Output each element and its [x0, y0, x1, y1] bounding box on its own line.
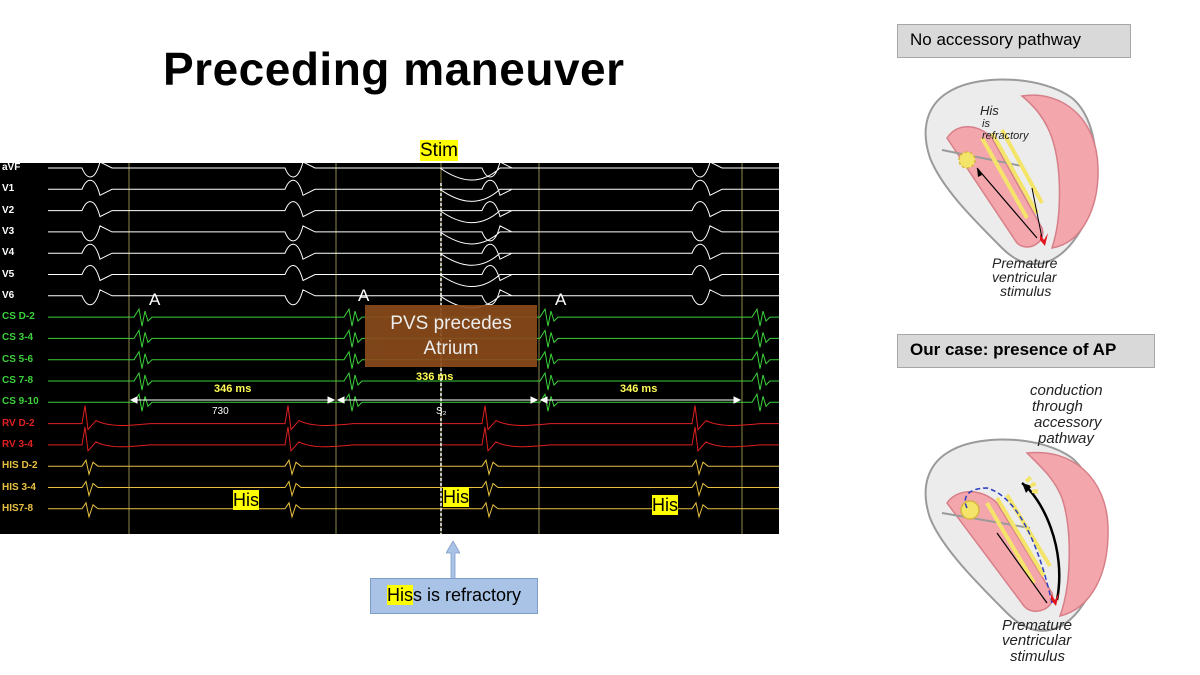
stim-note-bottom-2: ventricular: [1002, 632, 1072, 649]
his-refractory-note-1: His: [980, 103, 999, 118]
lead-label: RV 3-4: [2, 438, 33, 450]
stim-note-bottom-1: Premature: [1002, 617, 1072, 634]
ecg-trace-line: [48, 201, 779, 224]
lead-label: V6: [2, 289, 15, 301]
his-tag-3: His: [652, 495, 678, 515]
heart-diagram-ap: conduction through accessory pathway Pre…: [924, 382, 1109, 665]
lead-label: RV D-2: [2, 417, 35, 429]
a-label-3: A: [555, 290, 567, 309]
a-label-2: A: [358, 286, 370, 305]
a-label-1: A: [149, 290, 161, 309]
pvs-line-2: Atrium: [423, 338, 479, 359]
interval-arrows: [129, 396, 742, 404]
no-accessory-pathway-label: No accessory pathway: [897, 24, 1131, 58]
lead-label: V5: [2, 268, 15, 280]
stim-label: Stim: [420, 140, 458, 161]
his-tag-1: His: [233, 490, 259, 510]
cycle-length-label: 730: [212, 406, 229, 417]
ecg-trace-line: [48, 480, 779, 498]
interval-label-2: 336 ms: [416, 371, 453, 383]
lead-label: V1: [2, 183, 15, 195]
ecg-trace-line: [48, 161, 779, 181]
ap-note-3: accessory: [1034, 414, 1103, 431]
stim-note-top-1: Premature: [992, 255, 1058, 271]
heart-diagram-no-ap: His is refractory Premature ventricular …: [924, 78, 1099, 299]
lead-label: HIS 3-4: [2, 481, 36, 493]
lead-label: CS 3-4: [2, 332, 34, 344]
lead-label: V4: [2, 247, 15, 259]
lead-label: V3: [2, 225, 15, 237]
ap-note-4: pathway: [1037, 430, 1095, 447]
lead-label: CS 7-8: [2, 375, 34, 386]
pvs-line-1: PVS precedes: [390, 313, 512, 334]
ecg-trace-line: [48, 501, 779, 519]
ecg-trace-line: [48, 405, 779, 431]
his-tag-2: His: [443, 487, 469, 507]
lead-label: CS 9-10: [2, 396, 39, 408]
ecg-trace-line: [48, 458, 779, 477]
his-refractory-note-3: refractory: [982, 130, 1030, 142]
ecg-trace-line: [48, 426, 779, 453]
ecg-trace-line: [48, 371, 779, 391]
interval-label-1: 346 ms: [214, 383, 251, 395]
up-arrow-icon: [446, 541, 460, 581]
ecg-trace-line: [48, 243, 779, 266]
lead-label: V2: [2, 204, 15, 216]
lead-label: HIS D-2: [2, 460, 38, 472]
lead-label: aVF: [2, 162, 21, 173]
presence-of-ap-label: Our case: presence of AP: [897, 334, 1155, 368]
ecg-trace-line: [48, 392, 779, 412]
ap-note-2: through: [1032, 398, 1083, 415]
his-refractory-note-2: is: [982, 118, 990, 130]
stim-note-top-3: stimulus: [1000, 283, 1051, 299]
lead-label: CS 5-6: [2, 353, 34, 365]
interval-label-3: 346 ms: [620, 383, 657, 395]
stim-note-bottom-3: stimulus: [1010, 648, 1066, 665]
pvs-annotation-box: PVS precedes Atrium: [365, 305, 537, 367]
ecg-trace-line: [48, 265, 779, 288]
stim-note-top-2: ventricular: [992, 269, 1058, 285]
refractory-callout: Hiss is refractory: [370, 578, 538, 614]
lead-label: CS D-2: [2, 311, 35, 323]
ecg-trace-line: [48, 225, 779, 245]
s2-label: S₂: [436, 406, 447, 417]
ap-note-1: conduction: [1030, 382, 1103, 399]
ecg-trace-line: [48, 179, 779, 202]
lead-label: HIS7-8: [2, 502, 34, 514]
slide-title: Preceding maneuver: [163, 43, 625, 95]
